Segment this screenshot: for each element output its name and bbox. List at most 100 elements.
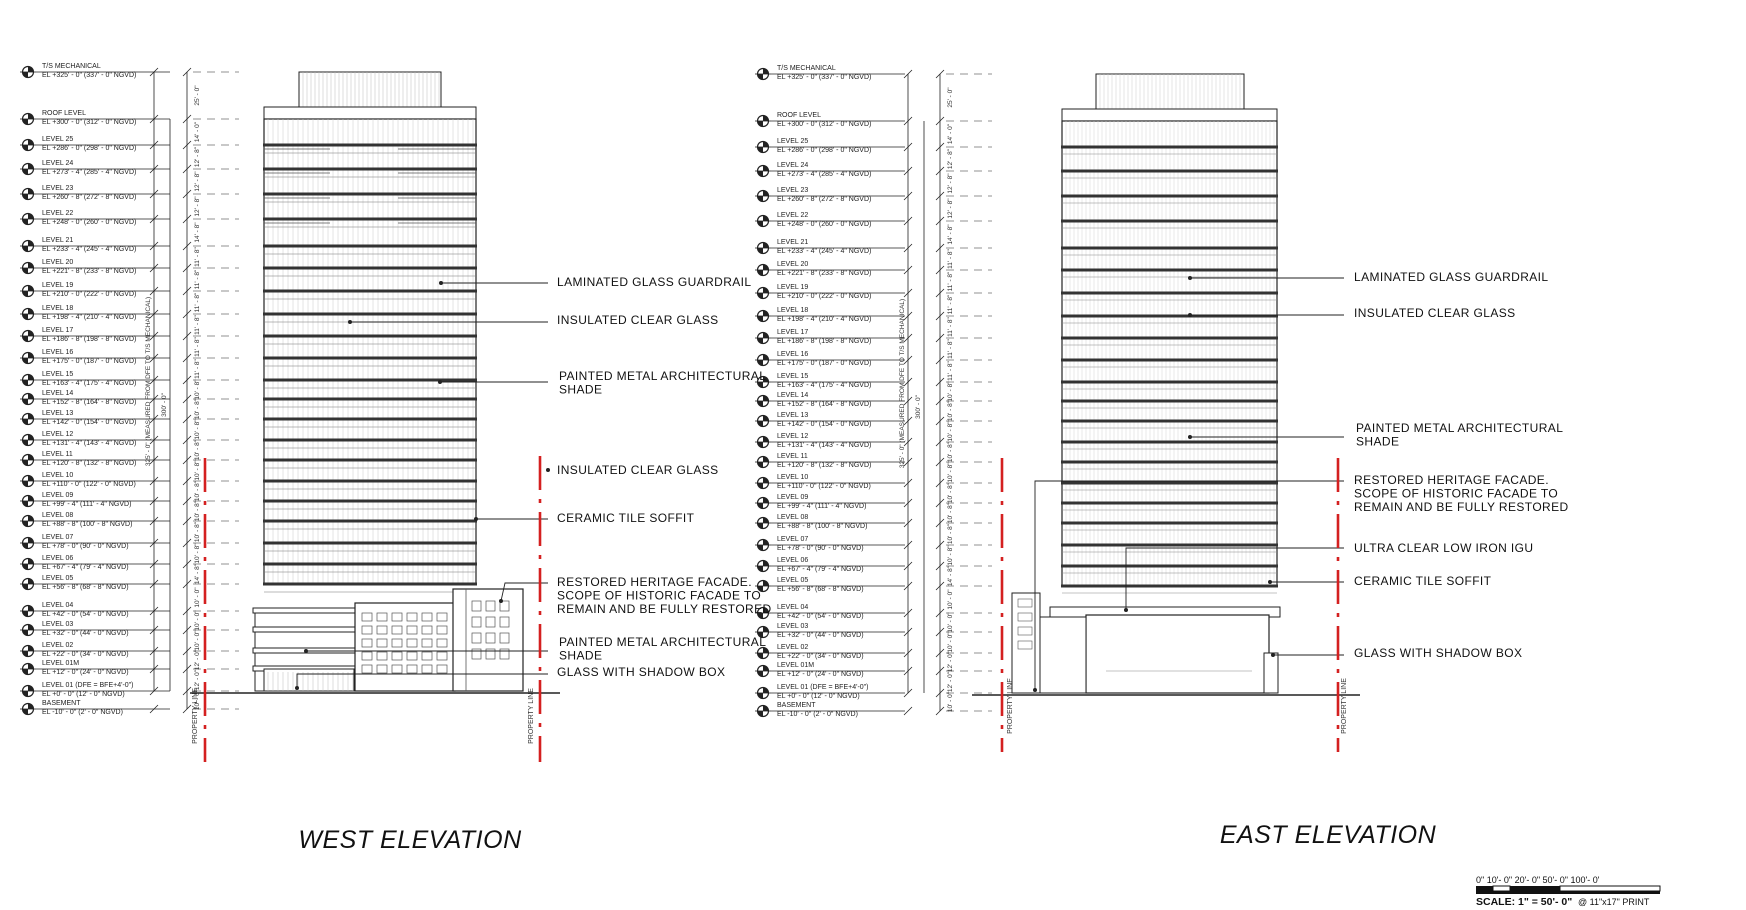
glass-shadow-box [1263, 652, 1279, 694]
leader-dot [1124, 608, 1128, 612]
podium-slab [252, 626, 358, 633]
dimension-tick [149, 664, 159, 674]
level-name: LEVEL 22 [42, 210, 73, 217]
floor-height-label: 10' - 8" [194, 439, 201, 460]
level-elevation: EL +88' - 8" (100' - 8" NGVD) [42, 521, 132, 528]
leader-dot [439, 281, 443, 285]
callout-3: RESTORED HERITAGE FACADE.SCOPE OF HISTOR… [1033, 473, 1569, 692]
dimension-tick [903, 498, 913, 508]
callout-text: REMAIN AND BE FULLY RESTORED [557, 602, 772, 616]
dimension-tick [182, 331, 192, 341]
heritage-window [391, 664, 403, 674]
east-property-line-right: PROPERTY LINE [1336, 458, 1348, 752]
level-elevation: EL +210' - 0" (222' - 0" NGVD) [777, 293, 871, 300]
heritage-window [499, 616, 510, 628]
level-elevation: EL +42' - 0" (54' - 0" NGVD) [777, 613, 864, 620]
level-elevation: EL +286' - 0" (298' - 0" NGVD) [42, 145, 136, 152]
level-name: LEVEL 01 (DFE = BFE+4'-0") [777, 684, 869, 691]
level-elevation: EL +210' - 0" (222' - 0" NGVD) [42, 291, 136, 298]
level-elevation: EL +198' - 4" (210' - 4" NGVD) [42, 314, 136, 321]
level-name: LEVEL 07 [777, 536, 808, 543]
dimension-tick [935, 288, 945, 298]
level-elevation: EL +273' - 4" (285' - 4" NGVD) [42, 169, 136, 176]
callout-text: ULTRA CLEAR LOW IRON IGU [1354, 541, 1533, 555]
overall-height-label: 325' - 0" (MEASURED FROM DFE TO T/S MECH… [899, 299, 906, 468]
dimension-tick [903, 166, 913, 176]
floor-slab-band [1061, 219, 1278, 223]
heritage-window [406, 638, 418, 648]
dimension-tick [935, 627, 945, 637]
level-name: ROOF LEVEL [777, 112, 821, 119]
dimension-tick [935, 706, 945, 716]
dimension-tick [182, 496, 192, 506]
dimension-tick [903, 608, 913, 618]
level-marker-east-27: LEVEL 01 (DFE = BFE+4'-0")EL +0' - 0" (1… [755, 684, 905, 700]
heritage-window [421, 625, 433, 635]
floor-height-label: 12' - 8" [194, 146, 201, 167]
level-name: LEVEL 17 [42, 327, 73, 334]
floor-height-label: 14' - 8" [947, 224, 954, 245]
floor-slab-band [263, 541, 477, 545]
dimension-tick [903, 540, 913, 550]
dimension-tick [935, 116, 945, 126]
floor-height-label: 11' - 8" [194, 314, 201, 334]
tower-facade [263, 118, 477, 585]
floor-slab-band [1061, 481, 1278, 485]
dimension-tick [149, 114, 159, 124]
floor-slab-band [263, 499, 477, 503]
level-name: LEVEL 04 [42, 602, 73, 609]
dimension-tick [149, 435, 159, 445]
leader-dot [1268, 580, 1272, 584]
heritage-window [421, 638, 433, 648]
callout-5: CERAMIC TILE SOFFIT [1268, 574, 1491, 588]
level-name: BASEMENT [42, 700, 81, 707]
leader-dot [438, 380, 442, 384]
callout-text: REMAIN AND BE FULLY RESTORED [1354, 500, 1569, 514]
callout-5: RESTORED HERITAGE FACADE.SCOPE OF HISTOR… [499, 575, 772, 616]
mechanical-penthouse [298, 71, 442, 108]
dimension-tick [935, 416, 945, 426]
dimension-tick [182, 309, 192, 319]
dimension-tick [935, 648, 945, 658]
callout-text: GLASS WITH SHADOW BOX [1354, 646, 1522, 660]
east-elevation-title: EAST ELEVATION [1220, 821, 1437, 849]
heritage-window [376, 651, 388, 661]
floor-height-label: 11' - 8" [194, 358, 201, 378]
podium-volume [1085, 614, 1270, 694]
dimension-tick [903, 561, 913, 571]
dimension-tick [935, 265, 945, 275]
dimension-tick [149, 414, 159, 424]
dimension-tick [149, 606, 159, 616]
dimension-tick [149, 476, 159, 486]
leader-dot [474, 517, 478, 521]
level-elevation: EL +221' - 8" (233' - 8" NGVD) [777, 270, 871, 277]
floor-slab-band [263, 167, 477, 171]
level-name: LEVEL 24 [777, 162, 808, 169]
dimension-tick [903, 706, 913, 716]
heritage-window [436, 625, 448, 635]
heritage-window [376, 664, 388, 674]
callout-text: RESTORED HERITAGE FACADE. [1354, 473, 1549, 487]
dimension-tick [935, 437, 945, 447]
dimension-tick [182, 263, 192, 273]
dimension-tick [149, 704, 159, 714]
west-property-line-left: PROPERTY LINE [192, 458, 207, 762]
callout-text: SHADE [559, 649, 602, 663]
callout-0: LAMINATED GLASS GUARDRAIL [439, 275, 751, 289]
level-name: LEVEL 12 [42, 431, 73, 438]
dimension-tick [182, 435, 192, 445]
floor-height-label: 12' - 0" [947, 651, 954, 672]
scale-bar-seg-2 [1492, 885, 1511, 892]
dimension-tick [903, 457, 913, 467]
